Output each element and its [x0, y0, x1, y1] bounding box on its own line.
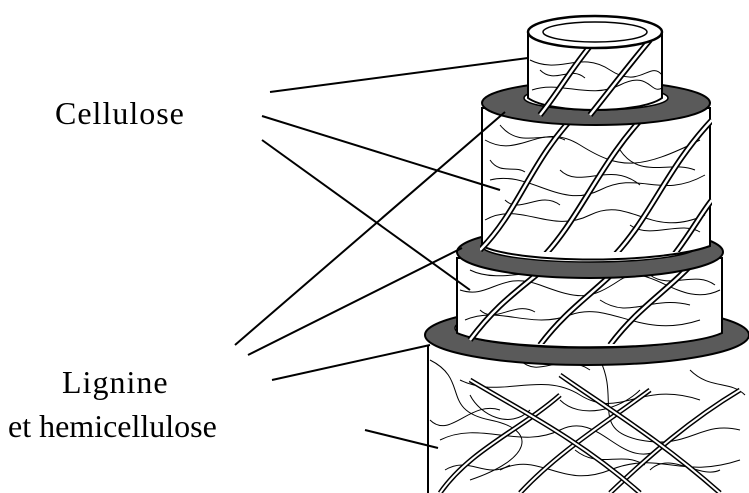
- second-cylinder: [480, 108, 712, 260]
- base-fibre-layer: [428, 345, 745, 493]
- cellulose-label: Cellulose: [55, 97, 185, 129]
- top-cylinder: [528, 16, 662, 115]
- hemicellulose-label: et hemicellulose: [8, 410, 217, 442]
- lignin-label: Lignine: [62, 366, 169, 398]
